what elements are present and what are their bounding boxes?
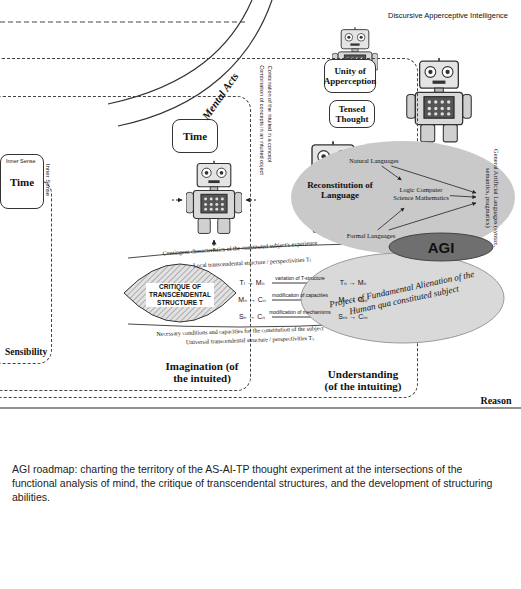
ellipse-shape <box>301 253 504 343</box>
arrow-label: modification of mechanisms <box>269 309 331 315</box>
language-term: Logic Computer Science Mathematics <box>392 180 450 208</box>
box-label: Tensed Thought <box>330 101 374 127</box>
region-label: Imagination (of the intuited) <box>164 360 240 384</box>
mental-acts-curve <box>118 0 272 126</box>
unity-box: Unity of Apperception <box>324 59 376 93</box>
dashed-divider <box>0 22 246 23</box>
connector-arrow <box>378 208 405 230</box>
language-term: Formal Languages <box>340 230 402 241</box>
ellipse-shape <box>389 233 493 261</box>
formula-label: Sₘ → Cₘ <box>338 313 367 321</box>
motion-arrow <box>172 200 182 201</box>
language-term: General Artificial Languages (syntax, se… <box>476 148 508 248</box>
formula-label: Tₙ → Mₙ <box>340 279 367 287</box>
critique-lens: CRITIQUE OF TRANSCENDENTAL STRUCTURE T <box>124 264 236 322</box>
formula-label: Tₗ → Mₙ <box>240 279 265 287</box>
formula-label: Mₙ → Cₙ <box>238 296 265 304</box>
agi-ellipse: AGI <box>388 232 494 262</box>
tensed-thought-box: Tensed Thought <box>329 100 375 128</box>
lens-shape <box>124 264 236 322</box>
time-box: Time <box>172 119 218 153</box>
box-label: Time <box>173 120 217 152</box>
ellipse-label: AGI <box>388 232 494 262</box>
connector-arrow <box>382 166 402 180</box>
reason-frame-line <box>0 407 521 408</box>
frame-label: Reason <box>480 395 511 406</box>
formula-label: Sₙ → Cₙ <box>239 313 265 321</box>
box-label: Unity of Apperception <box>325 60 375 92</box>
arrow-label: variation of T-structure <box>275 275 325 281</box>
box-heading: Inner Sense <box>6 158 36 164</box>
term-label: Logic Computer Science Mathematics <box>392 180 450 208</box>
robot-illustration <box>186 161 242 234</box>
figure-caption: AGI roadmap: charting the territory of t… <box>12 462 509 504</box>
arrow-label: modification of capacities <box>272 292 328 298</box>
term-label: Formal Languages <box>340 230 402 241</box>
motion-arrow <box>246 200 256 201</box>
illustration-title: Discursive Apperceptive Intelligence <box>388 11 508 20</box>
region-label: Understanding (of the intuiting) <box>321 368 405 392</box>
formula-label: Mₙ → Cₘ <box>339 296 368 304</box>
vertical-note: Combination of the intuited in a concept <box>267 66 273 163</box>
connector-arrow <box>391 166 476 193</box>
ellipse-label: Reconstitution of Language <box>304 180 376 200</box>
language-term: Natural Languages <box>342 155 406 166</box>
box-label: Time <box>1 155 43 208</box>
connector-arrow <box>389 203 476 230</box>
vertical-note: Combination of concepts in an intuited o… <box>259 65 265 174</box>
vertical-note: Inner Sense <box>45 164 51 196</box>
arc-label: Universal transcendental structure / per… <box>186 335 314 345</box>
imagination-region: Imagination (of the intuited) Sensibility… <box>0 96 251 391</box>
arc-label: Contingent characteristics of the consti… <box>162 240 317 257</box>
region-label: Sensibility <box>5 347 47 357</box>
inner-sense-box: Inner SenseTime <box>0 154 44 209</box>
project-ellipse: Project of Fundamental Alienation of the… <box>300 252 505 344</box>
term-label: General Artificial Languages (syntax, se… <box>476 148 508 248</box>
connector-arrow <box>450 196 476 197</box>
robot-illustration <box>407 58 472 142</box>
lens-label: CRITIQUE OF TRANSCENDENTAL STRUCTURE T <box>146 283 214 307</box>
term-label: Natural Languages <box>342 155 406 166</box>
arc-label: Local transcendental structure / perspec… <box>193 255 311 268</box>
